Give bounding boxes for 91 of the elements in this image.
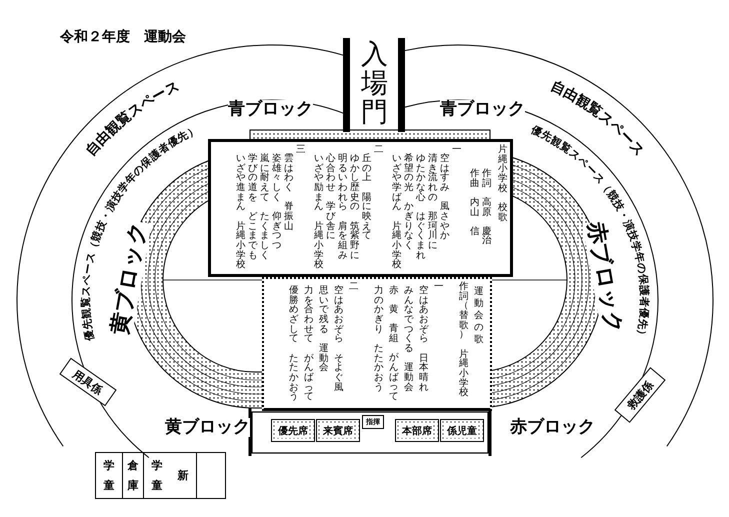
- song-title: 片縄小学校: [498, 145, 508, 194]
- block-label: 青ブロック: [440, 100, 525, 119]
- seat-label: 係児童: [446, 424, 478, 438]
- lyrics-line: 黄: [389, 305, 399, 315]
- seat-box: [440, 419, 484, 442]
- seat-box: [271, 419, 315, 442]
- lyrics-line: 青組: [389, 324, 399, 344]
- lyrics-line: 運動会: [319, 344, 329, 373]
- credit-text: 作詞（替歌）: [459, 282, 469, 340]
- credit-text: 片縄小学校: [459, 350, 469, 398]
- lyrics-line: いざや励まん: [314, 154, 324, 212]
- lyrics-line: 運動会: [404, 363, 414, 392]
- lyrics-line: 脊振山: [284, 202, 294, 232]
- block-label: 青ブロック: [228, 100, 313, 119]
- lyrics-line: 日本晴れ: [419, 354, 429, 392]
- lyrics-line: 風さやか: [440, 202, 450, 241]
- song-title: 校歌: [498, 202, 508, 222]
- credit-text: 高原: [482, 198, 492, 218]
- lyrics-line: たたかおう: [374, 344, 384, 392]
- lyrics-line: はぐくまれ: [416, 212, 426, 260]
- verse-number: 二: [374, 145, 384, 155]
- lyrics-line: 肩を組み: [338, 222, 348, 260]
- verse-number: 三: [296, 145, 306, 155]
- lyrics-line: 力を合わせて: [304, 286, 314, 344]
- credit-text: 慶治: [482, 226, 492, 246]
- page-title: 令和２年度 運動会: [60, 28, 186, 46]
- credit-text: 内山: [470, 198, 480, 218]
- lyrics-line: どこまでも: [248, 212, 258, 260]
- lyrics-line: たたかおう: [289, 354, 299, 402]
- cell-text: 学童: [104, 458, 114, 494]
- lyrics-line: 希望の光: [404, 154, 414, 193]
- lyrics-line: 筑紫野に: [350, 222, 360, 260]
- lyrics-line: 優勝めざして: [289, 286, 299, 344]
- lyrics-line: がんばって: [304, 354, 314, 402]
- lyrics-line: 思いで残る: [319, 286, 329, 334]
- storage-cell: [95, 452, 123, 499]
- verse-number: 一: [434, 282, 444, 292]
- lyrics-line: 赤: [389, 286, 399, 296]
- seat-box: [395, 419, 439, 442]
- lyrics-line: 嵐に耐えて: [260, 154, 270, 202]
- seat-box: [316, 419, 360, 442]
- seat-label: 来賓席: [322, 424, 354, 438]
- lyrics-line: 片縄小学校: [236, 222, 246, 270]
- lyrics-line: 学びの道を: [248, 154, 258, 202]
- lyrics-line: そよぐ風: [334, 354, 344, 392]
- lyrics-line: 空はあおぞら: [334, 286, 344, 344]
- lyrics-line: 丘の上: [362, 154, 372, 184]
- lyrics-line: 空はすみ: [440, 154, 450, 193]
- seat-label: 優先席: [277, 424, 309, 438]
- lyrics-line: 片縄小学校: [392, 222, 402, 270]
- station-label: 救護係: [624, 378, 656, 412]
- storage-cell: [122, 452, 144, 499]
- lyrics-line: 心合わせ: [326, 154, 336, 193]
- lyrics-line: 明るいわれら: [338, 154, 348, 212]
- verse-number: 一: [452, 145, 462, 155]
- lyrics-line: 雲はわく: [284, 154, 294, 193]
- lyrics-line: たくましく: [260, 212, 270, 260]
- cell-text: 学童: [152, 458, 162, 494]
- credit-text: 作詞: [482, 169, 492, 188]
- lyrics-line: かぎりなく: [404, 202, 414, 251]
- seat-label: 本部席: [401, 424, 433, 438]
- block-label: 赤ブロック: [510, 418, 595, 437]
- lyrics-line: 那珂川に: [428, 212, 438, 251]
- lyrics-line: がんばって: [389, 353, 399, 402]
- lyrics-line: みんなでつくる: [404, 286, 414, 354]
- verse-number: 二: [349, 282, 359, 292]
- song-title: 運動会の歌: [474, 286, 484, 346]
- song-board: [208, 139, 513, 277]
- gate-label: 入場門: [361, 40, 388, 128]
- lyrics-line: 力のかぎり: [374, 286, 384, 334]
- lyrics-line: 片縄小学校: [314, 222, 324, 270]
- credit-text: 作曲: [470, 169, 480, 188]
- lyrics-line: 姿雄々しく: [272, 154, 282, 202]
- song-board: [262, 277, 492, 411]
- lyrics-line: ゆかし歴史の: [350, 154, 360, 212]
- storage-cell: [143, 452, 197, 499]
- storage-cell: [196, 452, 226, 499]
- block-label: 黄ブロック: [165, 418, 250, 437]
- lyrics-line: 仰ぎつつ: [272, 212, 282, 251]
- lyrics-line: いざや学ばん: [392, 154, 402, 212]
- credit-text: 信: [470, 226, 480, 236]
- cell-text: 新: [178, 468, 188, 484]
- lyrics-line: 学び舎に: [326, 202, 336, 241]
- lyrics-line: 陽に映えて: [362, 192, 372, 241]
- seat-box: [362, 415, 384, 429]
- cell-text: 倉庫: [128, 458, 138, 494]
- lyrics-line: 空はあおぞら: [419, 286, 429, 344]
- lyrics-line: いざや進まん: [236, 154, 246, 212]
- station-label: 用具係: [70, 366, 106, 398]
- lyrics-line: ゆたかな心: [416, 154, 426, 202]
- lyrics-line: 清き流れの: [428, 154, 438, 202]
